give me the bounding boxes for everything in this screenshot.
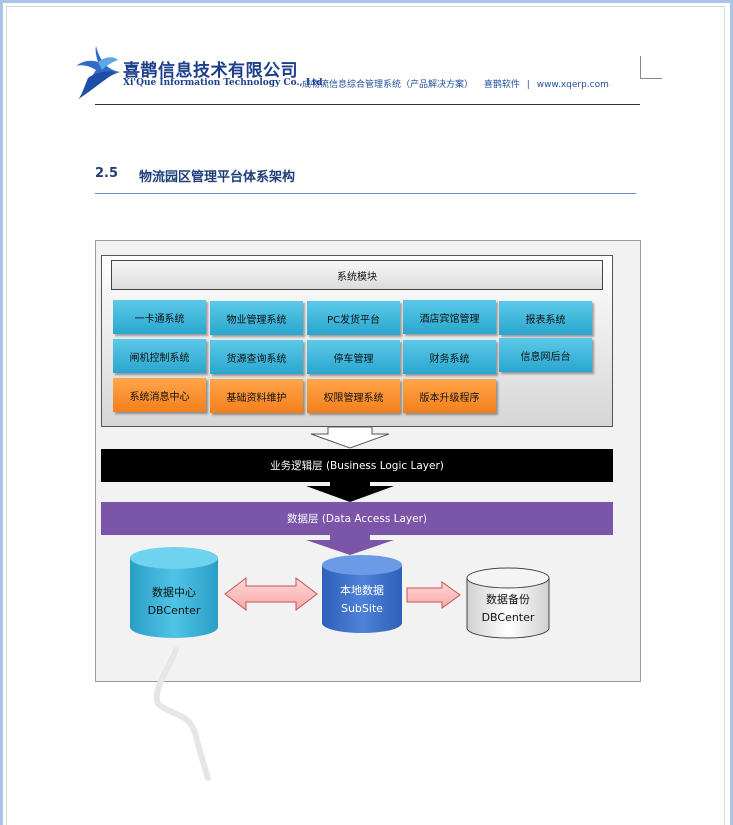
subsite-label-cn: 本地数据 [340,584,384,597]
dbcenter-label-en: DBCenter [147,604,201,617]
website-link[interactable]: www.xqerp.com [536,80,609,90]
watermark-curve [153,647,211,781]
database-cylinder-subsite [322,555,402,633]
arrow-down-icon [310,426,390,449]
section-divider [95,193,636,194]
page-border [6,6,725,825]
module-card: 系统消息中心 [113,378,206,412]
module-card: 权限管理系统 [307,379,400,413]
module-card: 一卡通系统 [113,300,206,334]
section-number: 2.5 [95,166,119,181]
module-card: 基础资料维护 [210,379,303,413]
company-name-cn: 喜鹊信息技术有限公司 [123,61,298,81]
arrow-down-icon [306,535,394,555]
subsite-label-en: SubSite [340,602,384,615]
brand-name: 喜鹊软件 [483,80,520,90]
module-card: 报表系统 [499,301,592,335]
module-card: PC发货平台 [307,301,400,335]
module-card: 停车管理 [307,340,400,374]
backup-label: 数据备份 DBCenter [468,591,548,627]
database-cylinder-dbcenter [130,547,218,638]
arrow-right-icon [406,581,461,609]
module-card: 物业管理系统 [210,301,303,335]
doc-title: 成物流信息综合管理系统（产品解决方案） [302,80,474,90]
module-card: 版本升级程序 [403,379,496,413]
subsite-label: 本地数据 SubSite [322,582,402,618]
data-access-layer: 数据层 (Data Access Layer) [101,502,613,535]
header-separator: | [526,80,530,90]
section-title: 物流园区管理平台体系架构 [139,170,296,185]
company-name-en: Xi'Que Information Technology Co., Ltd. [123,78,326,88]
arrow-down-icon [306,482,394,502]
header-doc-info: 成物流信息综合管理系统（产品解决方案） 喜鹊软件 | www.xqerp.com [302,77,609,90]
module-card: 财务系统 [403,340,496,374]
module-card: 货源查询系统 [210,340,303,374]
corner-mark-horizontal [640,78,662,79]
corner-mark-vertical [640,56,641,78]
header-divider [95,104,640,105]
modules-title: 系统模块 [111,260,603,290]
database-cylinder-backup [466,567,550,639]
backup-label-cn: 数据备份 [486,593,530,606]
backup-label-en: DBCenter [481,611,535,624]
dbcenter-label: 数据中心 DBCenter [134,584,214,620]
business-logic-layer: 业务逻辑层 (Business Logic Layer) [101,449,613,482]
module-card: 酒店宾馆管理 [403,300,496,334]
module-card: 信息网后台 [499,338,592,372]
module-card: 闸机控制系统 [113,339,206,373]
double-arrow-icon [224,576,318,612]
dbcenter-label-cn: 数据中心 [152,586,196,599]
